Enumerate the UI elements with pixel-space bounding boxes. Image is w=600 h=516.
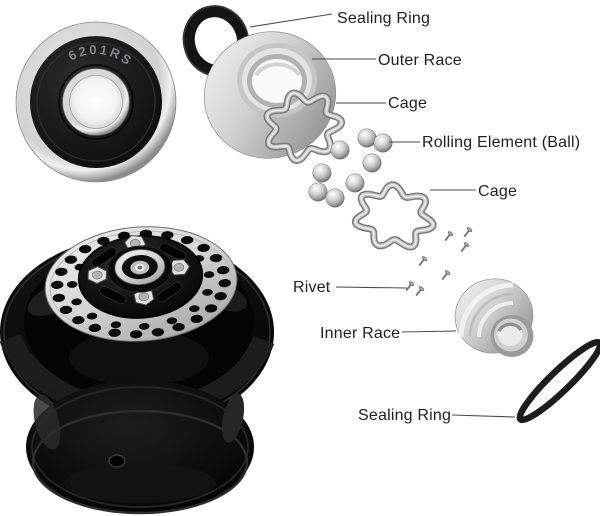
hub-bolts (87, 235, 191, 306)
hub-slot (99, 285, 127, 305)
valve-hole (108, 454, 126, 468)
rolling-elements-part (308, 128, 393, 208)
inner-race-groove (458, 282, 514, 338)
leader-rivet (335, 286, 408, 289)
disc-hole (180, 235, 194, 245)
rivet-pin (441, 270, 451, 281)
disc-hole (218, 279, 231, 288)
label-inner-race: Inner Race (320, 325, 401, 342)
label-rivet: Rivet (293, 279, 331, 296)
ball (357, 128, 377, 148)
rivet-pin (418, 256, 428, 267)
disc-hole (97, 236, 110, 246)
bearing-seal-groove (58, 64, 134, 140)
disc-hole (202, 288, 213, 296)
inner-race-groove (477, 301, 514, 338)
wheel-highlight (33, 394, 61, 450)
disc-hole (209, 253, 223, 263)
rivet-pin (444, 231, 454, 242)
cage-bottom-part (351, 181, 437, 251)
disc-hole (64, 255, 78, 264)
bearing-bore (69, 75, 123, 129)
disc-hole (71, 298, 82, 306)
hub-slot (156, 281, 183, 303)
rivet-pin (415, 286, 425, 297)
disc-hole (88, 323, 102, 333)
rivets-part (405, 227, 473, 297)
hub-bolt (87, 266, 108, 285)
disc-hole (216, 266, 230, 275)
disc-hole (197, 243, 210, 253)
disc-hole (59, 305, 73, 315)
ball (362, 153, 382, 173)
label-sealing-ring-bottom: Sealing Ring (358, 407, 452, 424)
hub-bearing-bore-shadow (137, 265, 143, 270)
disc-hole (166, 317, 178, 325)
disc-hole (189, 305, 200, 313)
wheel-barrel-sheen (31, 386, 249, 508)
inner-race-groove (468, 292, 514, 338)
label-cage-top: Cage (388, 95, 428, 112)
disc-hole (138, 322, 150, 330)
disc-hole (66, 281, 78, 288)
disc-hole (172, 322, 185, 332)
disc-hole (214, 292, 227, 301)
outer-race-hole-shadow (254, 62, 301, 77)
wheel-barrel-bottom-gloss (64, 463, 216, 503)
disc-hole (72, 315, 85, 325)
hub-bolt (133, 288, 155, 306)
brake-disc-inner-ring (49, 230, 233, 338)
disc-hole (52, 293, 66, 302)
disc-hole (110, 321, 122, 329)
label-outer-race: Outer Race (378, 52, 462, 69)
disc-hole (190, 314, 203, 324)
wheel-highlight (221, 393, 245, 443)
disc-hole (108, 328, 121, 337)
disc-hole (203, 271, 215, 279)
brake-disc (44, 226, 238, 342)
disc-hole (55, 267, 68, 276)
ball (330, 140, 350, 160)
leader-inner-race (401, 330, 457, 333)
leader-sealing-ring-top (249, 13, 333, 28)
hub-slots (91, 242, 187, 305)
disc-hole (51, 280, 64, 289)
wheel-dish-inner-gloss (69, 330, 209, 386)
inner-race-part (454, 278, 534, 357)
disc-hole (151, 328, 165, 337)
ball (373, 133, 393, 153)
leader-lines (249, 13, 516, 418)
cage-top-part (263, 89, 346, 165)
disc-hole (204, 304, 218, 313)
ball (308, 182, 328, 202)
ball (325, 188, 345, 208)
ball (312, 163, 332, 183)
label-sealing-ring-top: Sealing Ring (337, 10, 431, 27)
disc-hole (86, 312, 98, 320)
label-rolling-element: Rolling Element (Ball) (422, 134, 581, 151)
ball (345, 173, 365, 193)
rivet-pin (405, 281, 415, 292)
hub-slot (91, 247, 117, 268)
disc-hole (79, 244, 92, 254)
wheel-barrel-edge (31, 409, 249, 515)
disc-hole (129, 330, 143, 339)
label-cage-bottom: Cage (478, 183, 518, 200)
rivet-pin (460, 242, 470, 253)
assembled-bearing-photo: 6201RS (15, 21, 177, 183)
hub-slot (159, 242, 187, 261)
inner-race-bore-shadow (497, 322, 523, 332)
inner-race-bore (497, 322, 523, 346)
wheel-hub-photo (0, 226, 275, 515)
leader-sealing-ring-bottom (451, 414, 516, 418)
bearing-seal-groove (36, 42, 156, 162)
rivet-pin (463, 227, 473, 238)
